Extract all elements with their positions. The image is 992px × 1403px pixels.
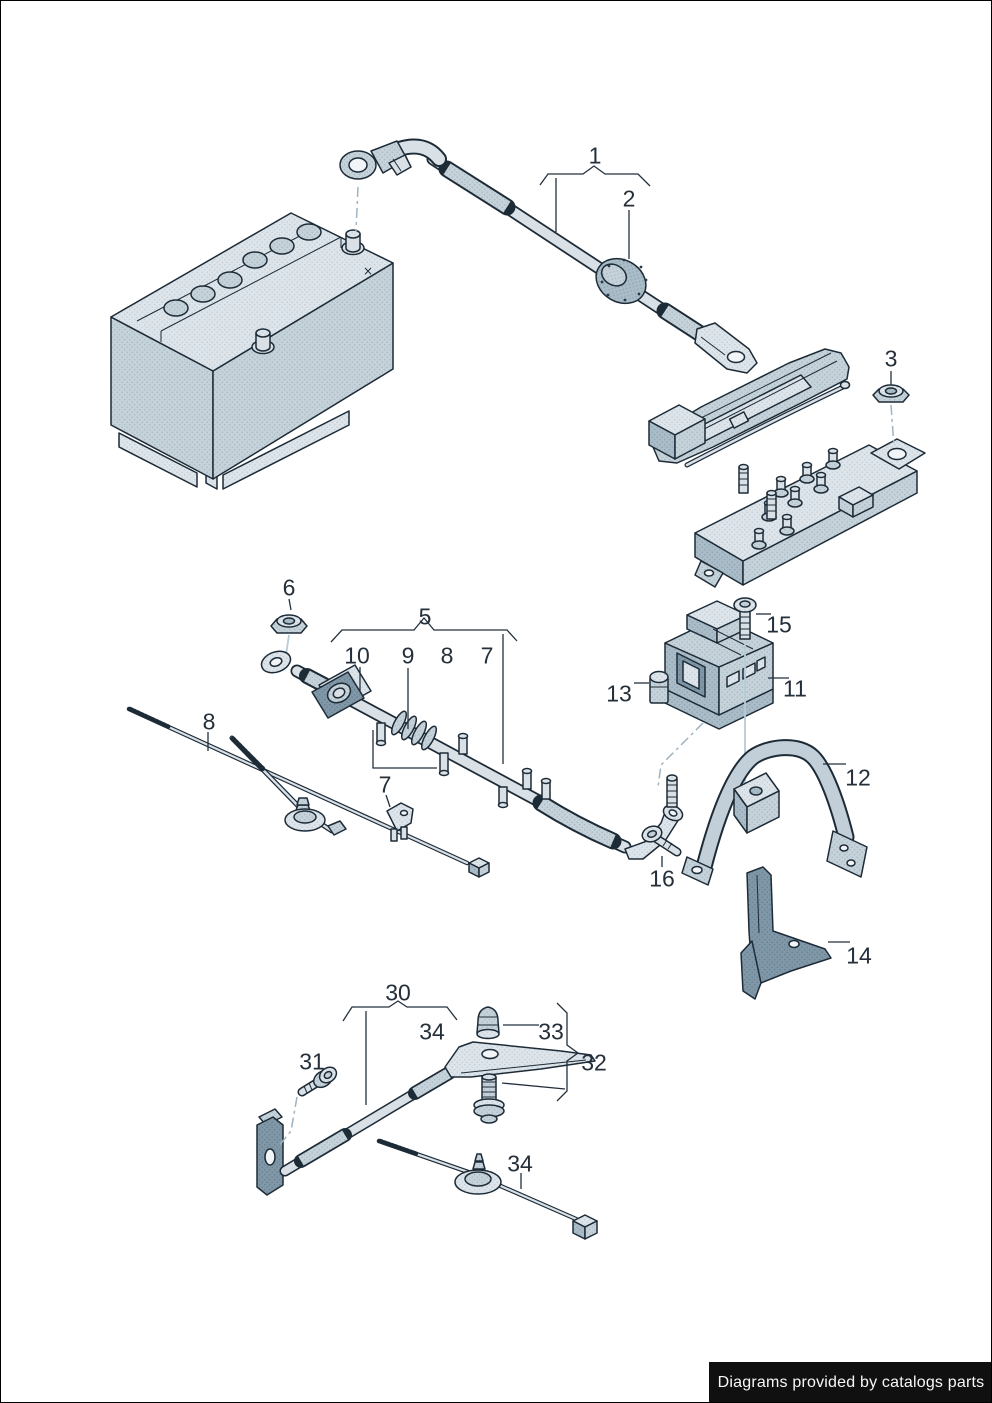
part-callout-8[interactable]: 8 — [440, 642, 454, 669]
part-callout-13[interactable]: 13 — [606, 680, 632, 707]
positive-battery-cable — [339, 138, 758, 374]
rod-cable-30 — [256, 1041, 596, 1196]
part-callout-16[interactable]: 16 — [649, 865, 675, 892]
screw-31-assembly-line — [277, 1096, 298, 1148]
callout-leader-lines — [207, 165, 892, 1189]
cover-bracket-14 — [740, 866, 832, 1000]
nut-assembly-line — [890, 404, 895, 448]
fuse-box-cover — [648, 348, 851, 468]
watermark-banner: Diagrams provided by catalogs parts — [709, 1362, 991, 1402]
harness-end-strap — [624, 774, 684, 860]
part-callout-2[interactable]: 2 — [622, 185, 636, 212]
part-callout-12[interactable]: 12 — [845, 764, 871, 791]
part-callout-9[interactable]: 9 — [401, 642, 415, 669]
part-callout-1[interactable]: 1 — [588, 142, 602, 169]
clamp-assembly-line — [355, 186, 359, 232]
part-callout-5[interactable]: 5 — [418, 603, 432, 630]
part-callout-10[interactable]: 10 — [344, 642, 370, 669]
cable-tie-34 — [376, 1138, 598, 1240]
fuse-distribution-box — [648, 348, 926, 588]
bellows-grommet-9 — [390, 710, 438, 751]
battery-positive-post — [341, 229, 365, 256]
relay-module-11 — [664, 600, 774, 730]
part-callout-11[interactable]: 11 — [783, 675, 807, 702]
part-callout-3[interactable]: 3 — [884, 345, 898, 372]
holder-plate-10 — [311, 664, 372, 719]
cable-ring-terminal — [694, 322, 758, 374]
part-callout-32[interactable]: 32 — [581, 1049, 607, 1076]
cable-clip-7 — [386, 802, 414, 842]
stud-bolt-32 — [473, 1073, 505, 1124]
battery-cell-caps — [163, 223, 322, 317]
part-callout-33[interactable]: 33 — [538, 1018, 564, 1045]
battery-terminal-clamp — [339, 140, 412, 180]
battery-positive-marker: × — [363, 264, 373, 278]
part-callout-6[interactable]: 6 — [282, 574, 296, 601]
hex-nut-6 — [270, 614, 308, 656]
screw-15 — [733, 597, 757, 640]
tie-with-mount — [229, 735, 347, 836]
hex-nut-3 — [872, 384, 910, 403]
part-callout-7b[interactable]: 7 — [378, 771, 392, 798]
part-callout-34b[interactable]: 34 — [507, 1150, 533, 1177]
part-callout-8b[interactable]: 8 — [202, 708, 216, 735]
cable-tie-8 — [126, 706, 490, 878]
support-bracket-12 — [681, 739, 868, 886]
spacer-sleeve-13 — [649, 670, 669, 704]
part-callout-30[interactable]: 30 — [385, 979, 411, 1006]
part-callout-34a[interactable]: 34 — [419, 1018, 445, 1045]
watermark-text: Diagrams provided by catalogs parts — [717, 1374, 985, 1391]
battery-negative-post — [251, 328, 275, 355]
battery-illustration: × — [110, 212, 394, 490]
part-callout-14[interactable]: 14 — [846, 942, 872, 969]
wiring-harness-5 — [260, 650, 684, 860]
part-callout-31[interactable]: 31 — [299, 1048, 325, 1075]
screw-16 — [641, 825, 682, 857]
part-callout-15[interactable]: 15 — [766, 611, 792, 638]
screw-31 — [297, 1066, 338, 1097]
harness-clips-7 — [375, 722, 552, 809]
terminal-studs — [738, 447, 874, 550]
part-callout-7[interactable]: 7 — [480, 642, 494, 669]
cable-grommet — [595, 257, 648, 305]
module-assembly-line — [657, 722, 704, 788]
protective-cap-33 — [476, 1006, 500, 1040]
